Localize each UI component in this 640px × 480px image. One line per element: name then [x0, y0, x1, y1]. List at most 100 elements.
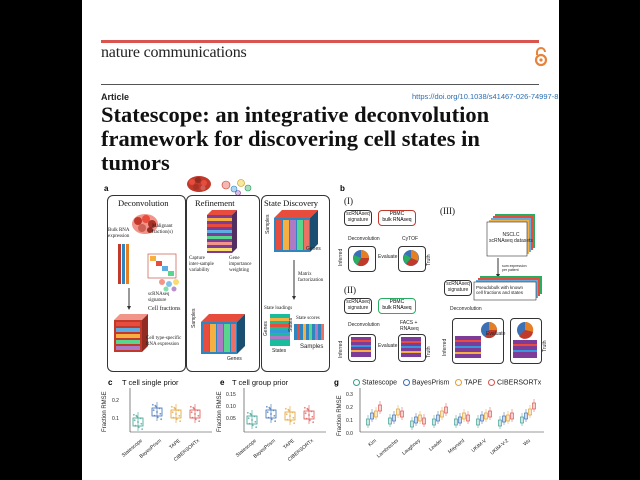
scores-samples-label: Samples	[300, 344, 324, 350]
inferred-label-i: Inferred	[338, 248, 344, 266]
refinement-heatmap	[207, 210, 237, 253]
facs-label: FACS +RNAseq	[400, 320, 419, 332]
article-title: Statescope: an integrative deconvolution…	[101, 102, 490, 175]
refinement-samples-label: Samples	[191, 308, 197, 328]
legend-bayesprism: BayesPrism	[411, 379, 450, 387]
article-type-label: Article	[101, 92, 130, 102]
truth-heatmap-iii	[513, 321, 537, 358]
panel-g-chart	[359, 388, 544, 433]
panel-c-tick-1: 0.2	[112, 398, 119, 404]
panel-e-method-0: Statescope	[234, 438, 258, 459]
panel-label-c: c	[108, 378, 113, 387]
cell-fractions-label: Cell fractions	[148, 306, 181, 312]
state-discovery-title: State Discovery	[264, 198, 319, 208]
panel-g-box-7-0	[520, 413, 524, 426]
panel-g-box-4-0	[454, 415, 458, 428]
scores-states-label: States	[288, 317, 294, 332]
deconvolution-title: Deconvolution	[118, 198, 169, 208]
panel-g-box-4-3	[466, 411, 470, 424]
panel-g-box-6-2	[506, 411, 510, 424]
panel-c-box-0	[132, 412, 144, 431]
panel-g-box-0-2	[374, 407, 378, 420]
panel-label-g: g	[334, 378, 339, 387]
legend-tape: TAPE	[464, 379, 483, 387]
panel-g-box-5-0	[476, 415, 480, 428]
truth-heatmap-ii	[401, 337, 421, 357]
loadings-genes-label: Genes	[263, 321, 269, 336]
panel-c-method-0: Statescope	[120, 438, 144, 459]
truth-label-ii: Truth	[426, 346, 432, 358]
doi-link[interactable]: https://doi.org/10.1038/s41467-026-74997…	[412, 92, 559, 101]
panel-g-legend: Statescope BayesPrism TAPE CIBERSORTx	[349, 379, 541, 386]
tumor-cells-illustration	[187, 176, 252, 196]
deconvolution-label-i: Deconvolution	[348, 236, 380, 242]
state-genes-label: Genes	[306, 246, 321, 252]
state-loadings-label: State loadings	[264, 306, 293, 311]
panel-e-tick-3: 0.05	[226, 416, 236, 422]
panel-g-box-1-2	[396, 405, 400, 418]
legend-cibersortx: CIBERSORTx	[497, 379, 542, 387]
inferred-label-iii: Inferred	[442, 338, 448, 356]
refinement-title: Refinement	[195, 198, 235, 208]
nsclc-stack	[486, 214, 535, 257]
pseudobulk-stack	[473, 276, 542, 301]
panel-e-ylabel: Fraction RMSE	[217, 391, 223, 432]
legend-bayesprism-marker	[402, 379, 410, 386]
truth-label-i: Truth	[426, 254, 432, 266]
panel-e-title: T cell group prior	[232, 378, 289, 387]
panel-c-chart	[129, 388, 212, 433]
refinement-cube	[201, 314, 245, 354]
panel-e-box-0	[246, 410, 258, 429]
panel-g-box-5-1	[480, 411, 484, 424]
article-page: nature communications Article https://do…	[82, 0, 559, 480]
panel-g-ylabel: Fraction RMSE	[337, 395, 343, 436]
panel-c-tick-2: 0.1	[112, 416, 119, 422]
panel-g-box-3-2	[440, 407, 444, 420]
panel-c-ylabel: Fraction RMSE	[102, 391, 108, 432]
refinement-genes-label: Genes	[227, 356, 242, 362]
truth-pie-i	[403, 250, 419, 266]
journal-name[interactable]: nature communications	[101, 44, 247, 61]
inferred-pie-i	[353, 250, 370, 267]
panel-g-box-7-1	[524, 409, 528, 422]
panel-g-box-4-1	[458, 413, 462, 426]
panel-g-box-1-0	[388, 414, 392, 427]
panel-g-box-3-3	[444, 403, 448, 416]
evaluate-label-iii: Evaluate	[486, 331, 506, 337]
bulk-expression-bars	[118, 244, 129, 284]
panel-label-e: e	[220, 378, 225, 387]
panel-g-box-2-3	[422, 414, 426, 427]
panel-g-box-2-0	[410, 417, 414, 430]
setup-ii-label: (II)	[344, 285, 356, 295]
panel-g-box-0-1	[370, 409, 374, 422]
panel-e-box-3	[303, 405, 315, 424]
panel-e-tick-2: 0.10	[226, 404, 236, 410]
panel-label-a: a	[104, 184, 109, 193]
panel-g-box-7-3	[532, 399, 536, 412]
panel-g-tick-3: 0.1	[346, 418, 353, 424]
state-cube	[274, 210, 318, 252]
truth-label-iii: Truth	[542, 340, 548, 352]
panel-g-box-3-1	[436, 411, 440, 424]
state-scores-matrix	[294, 324, 324, 340]
panel-g-box-2-2	[418, 411, 422, 424]
deconvolution-arrow	[127, 288, 131, 310]
factorization-arrow	[292, 260, 296, 300]
panel-g-tick-1: 0.3	[346, 392, 353, 398]
panel-g-box-2-1	[414, 413, 418, 426]
panel-c-box-2	[170, 404, 182, 423]
deconvolution-label-ii: Deconvolution	[348, 322, 380, 328]
panel-g-tick-2: 0.2	[346, 405, 353, 411]
